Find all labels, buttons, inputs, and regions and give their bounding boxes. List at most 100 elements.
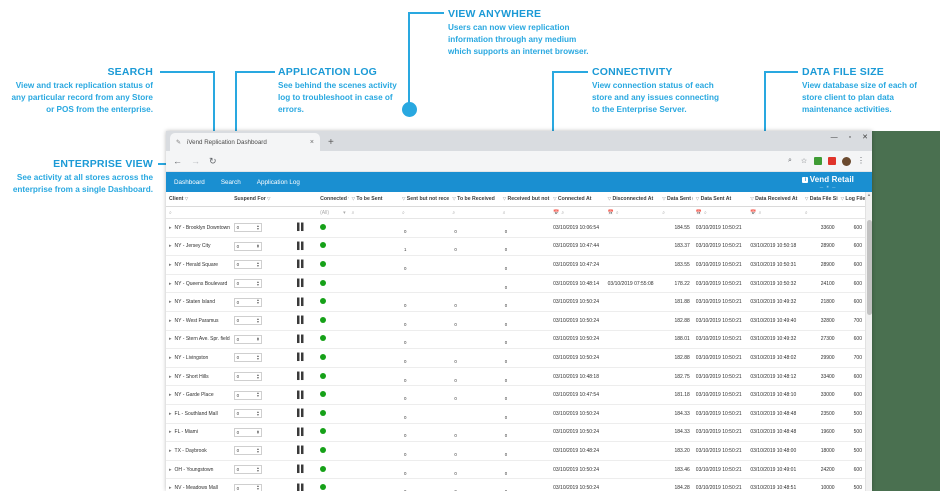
pause-icon[interactable]: ▌▌: [297, 354, 306, 362]
cell-suspend-for[interactable]: 0▲▼: [231, 404, 295, 424]
cell-client[interactable]: ▸NY - Livingston: [166, 348, 232, 368]
expand-row-icon[interactable]: ▸: [169, 261, 172, 268]
filter-cell[interactable]: (All)▾: [317, 206, 349, 219]
table-row[interactable]: ▸NY - Stern Ave. Spr. field0▲▼▌▌99807440…: [166, 330, 865, 350]
cell-client[interactable]: ▸NY - Queens Boulevard: [166, 274, 232, 294]
stepper-arrows[interactable]: ▲▼: [256, 335, 260, 343]
table-row[interactable]: ▸NV - Meadows Mall0▲▼▌▌100000003/10/2019…: [166, 478, 865, 491]
nav-item-application-log[interactable]: Application Log: [256, 178, 300, 186]
pause-icon[interactable]: ▌▌: [297, 373, 306, 381]
expand-row-icon[interactable]: ▸: [169, 373, 172, 380]
search-filter-input[interactable]: ⌕: [402, 209, 446, 216]
expand-row-icon[interactable]: ▸: [169, 243, 172, 250]
filter-icon[interactable]: ▽: [840, 196, 846, 201]
cell-client[interactable]: ▸NY - Stern Ave. Spr. field: [166, 330, 232, 350]
nav-item-search[interactable]: Search: [220, 178, 241, 186]
column-header-data-sent-at[interactable]: ▽ Data Sent At: [692, 192, 748, 207]
search-icon[interactable]: ⌕: [788, 157, 792, 164]
filter-cell[interactable]: 📅⌕: [692, 206, 748, 219]
extension-icon-green[interactable]: [814, 157, 822, 165]
cell-client[interactable]: ▸NY - West Paramus: [166, 311, 232, 331]
column-header-data-file-size[interactable]: ▽ Data File Size: [801, 192, 843, 207]
search-filter-input[interactable]: ⌕: [452, 209, 496, 216]
pause-icon[interactable]: ▌▌: [297, 484, 306, 491]
pause-icon[interactable]: ▌▌: [297, 242, 306, 250]
pause-icon[interactable]: ▌▌: [297, 466, 306, 474]
filter-icon[interactable]: ▽: [452, 196, 458, 201]
column-header-disconnected-at[interactable]: ▽ Disconnected At: [604, 192, 660, 207]
filter-icon[interactable]: ▽: [351, 196, 357, 201]
suspend-for-stepper[interactable]: 0▲▼: [234, 390, 263, 400]
pause-icon[interactable]: ▌▌: [297, 410, 306, 418]
table-row[interactable]: ▸NY - Herald Square0▲▼▌▌999058003/10/201…: [166, 255, 865, 275]
column-header-blank[interactable]: [294, 192, 318, 207]
cell-pause[interactable]: ▌▌: [294, 385, 318, 405]
cell-suspend-for[interactable]: 0▲▼: [231, 292, 295, 312]
nav-item-dashboard[interactable]: Dashboard: [174, 178, 205, 186]
cell-client[interactable]: ▸NV - Meadows Mall: [166, 478, 232, 491]
column-header-connected[interactable]: Connected ▽: [317, 192, 352, 207]
pause-icon[interactable]: ▌▌: [297, 391, 306, 399]
pause-icon[interactable]: ▌▌: [297, 224, 306, 232]
cell-suspend-for[interactable]: 0▲▼: [231, 274, 295, 294]
cell-client[interactable]: ▸TX - Daybrook: [166, 441, 232, 461]
avatar[interactable]: [842, 156, 851, 166]
cell-client[interactable]: ▸NY - Brooklyn Downtown: [166, 218, 232, 238]
filter-icon[interactable]: ▽: [183, 196, 189, 201]
vertical-scrollbar[interactable]: ▲: [865, 192, 872, 491]
suspend-for-stepper[interactable]: 0▲▼: [234, 297, 263, 307]
filter-icon[interactable]: ▽: [553, 196, 558, 201]
suspend-for-stepper[interactable]: 0▲▼: [234, 260, 263, 270]
suspend-for-stepper[interactable]: 0▲▼: [234, 465, 263, 475]
new-tab-button[interactable]: +: [328, 137, 334, 148]
window-close-icon[interactable]: ✕: [862, 134, 868, 141]
search-filter-input[interactable]: ⌕: [503, 209, 547, 216]
suspend-for-stepper[interactable]: 0▲▼: [234, 223, 263, 233]
filter-cell[interactable]: ⌕: [166, 206, 232, 219]
date-filter-input[interactable]: 📅⌕: [750, 209, 799, 216]
date-filter-input[interactable]: 📅⌕: [696, 209, 745, 216]
filter-icon[interactable]: ▽: [502, 196, 508, 201]
stepper-arrows[interactable]: ▲▼: [256, 410, 260, 417]
suspend-for-stepper[interactable]: 0▲▼: [234, 279, 263, 289]
cell-client[interactable]: ▸NY - Short Hills: [166, 367, 232, 387]
table-row[interactable]: ▸NY - Brooklyn Downtown0▲▼▌▌100000003/10…: [166, 218, 865, 238]
cell-suspend-for[interactable]: 0▲▼: [231, 255, 295, 275]
cell-client[interactable]: ▸NY - Garde Place: [166, 385, 232, 405]
column-header-data-sent-in-mb[interactable]: ▽ Data Sent (In Mb): [659, 192, 709, 207]
column-header-received-but-not-applied[interactable]: ▽ Received but not applied: [499, 192, 569, 207]
stepper-arrows[interactable]: ▲▼: [256, 224, 260, 231]
stepper-arrows[interactable]: ▲▼: [256, 465, 260, 473]
expand-row-icon[interactable]: ▸: [169, 429, 172, 436]
cell-suspend-for[interactable]: 0▲▼: [231, 460, 295, 480]
column-header-suspend-for[interactable]: Suspend For ▽: [231, 192, 295, 207]
expand-row-icon[interactable]: ▸: [169, 410, 172, 417]
cell-suspend-for[interactable]: 0▲▼: [231, 441, 295, 461]
cell-client[interactable]: ▸NY - Staten Island: [166, 292, 232, 312]
pause-icon[interactable]: ▌▌: [297, 317, 306, 325]
maximize-icon[interactable]: ▫: [848, 133, 852, 141]
cell-pause[interactable]: ▌▌: [294, 423, 318, 443]
expand-row-icon[interactable]: ▸: [169, 466, 172, 473]
filter-icon[interactable]: ▽: [695, 196, 701, 201]
filter-icon[interactable]: ▽: [662, 196, 668, 201]
stepper-arrows[interactable]: ▲▼: [256, 317, 260, 324]
column-header-sent-but-not-received[interactable]: ▽ Sent but not received: [398, 192, 460, 207]
cell-client[interactable]: ▸NY - Herald Square: [166, 255, 232, 275]
cell-suspend-for[interactable]: 0▲▼: [231, 330, 295, 350]
table-row[interactable]: ▸NY - Queens Boulevard0▲▼▌▌9996668003/10…: [166, 274, 865, 294]
extension-icon-red[interactable]: [828, 157, 836, 165]
stepper-arrows[interactable]: ▲▼: [256, 279, 260, 287]
suspend-for-stepper[interactable]: 0▲▼: [234, 241, 263, 251]
cell-suspend-for[interactable]: 0▲▼: [231, 218, 295, 238]
suspend-for-stepper[interactable]: 0▲▼: [234, 334, 263, 344]
filter-cell[interactable]: ⌕: [398, 206, 450, 219]
close-icon[interactable]: ×: [309, 138, 314, 146]
suspend-for-stepper[interactable]: 0▲▼: [234, 409, 263, 419]
back-icon[interactable]: ←: [173, 156, 182, 166]
suspend-for-stepper[interactable]: 0▲▼: [234, 372, 263, 382]
date-filter-input[interactable]: 📅⌕: [553, 209, 602, 216]
expand-row-icon[interactable]: ▸: [169, 485, 172, 491]
